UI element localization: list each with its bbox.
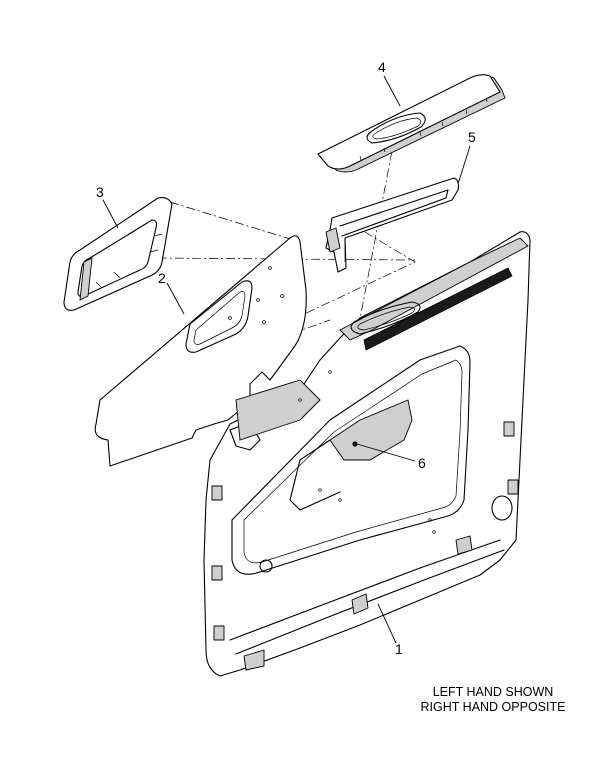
callout-1: 1 xyxy=(395,641,403,657)
part-2-trim-panel xyxy=(94,235,307,467)
callout-3: 3 xyxy=(96,184,104,200)
callout-5: 5 xyxy=(468,129,476,145)
callout-4: 4 xyxy=(378,59,386,75)
callout-2: 2 xyxy=(158,270,166,286)
part-5-armrest-bracket xyxy=(325,177,460,273)
note-line-2: RIGHT HAND OPPOSITE xyxy=(420,700,566,714)
leader-lines xyxy=(102,75,471,644)
part-1-door-inner-panel xyxy=(203,231,531,677)
part-3-window-frame xyxy=(63,197,173,311)
callout-6: 6 xyxy=(418,455,426,471)
note-line-1: LEFT HAND SHOWN xyxy=(432,685,554,699)
part-4-upper-trim xyxy=(317,74,506,173)
